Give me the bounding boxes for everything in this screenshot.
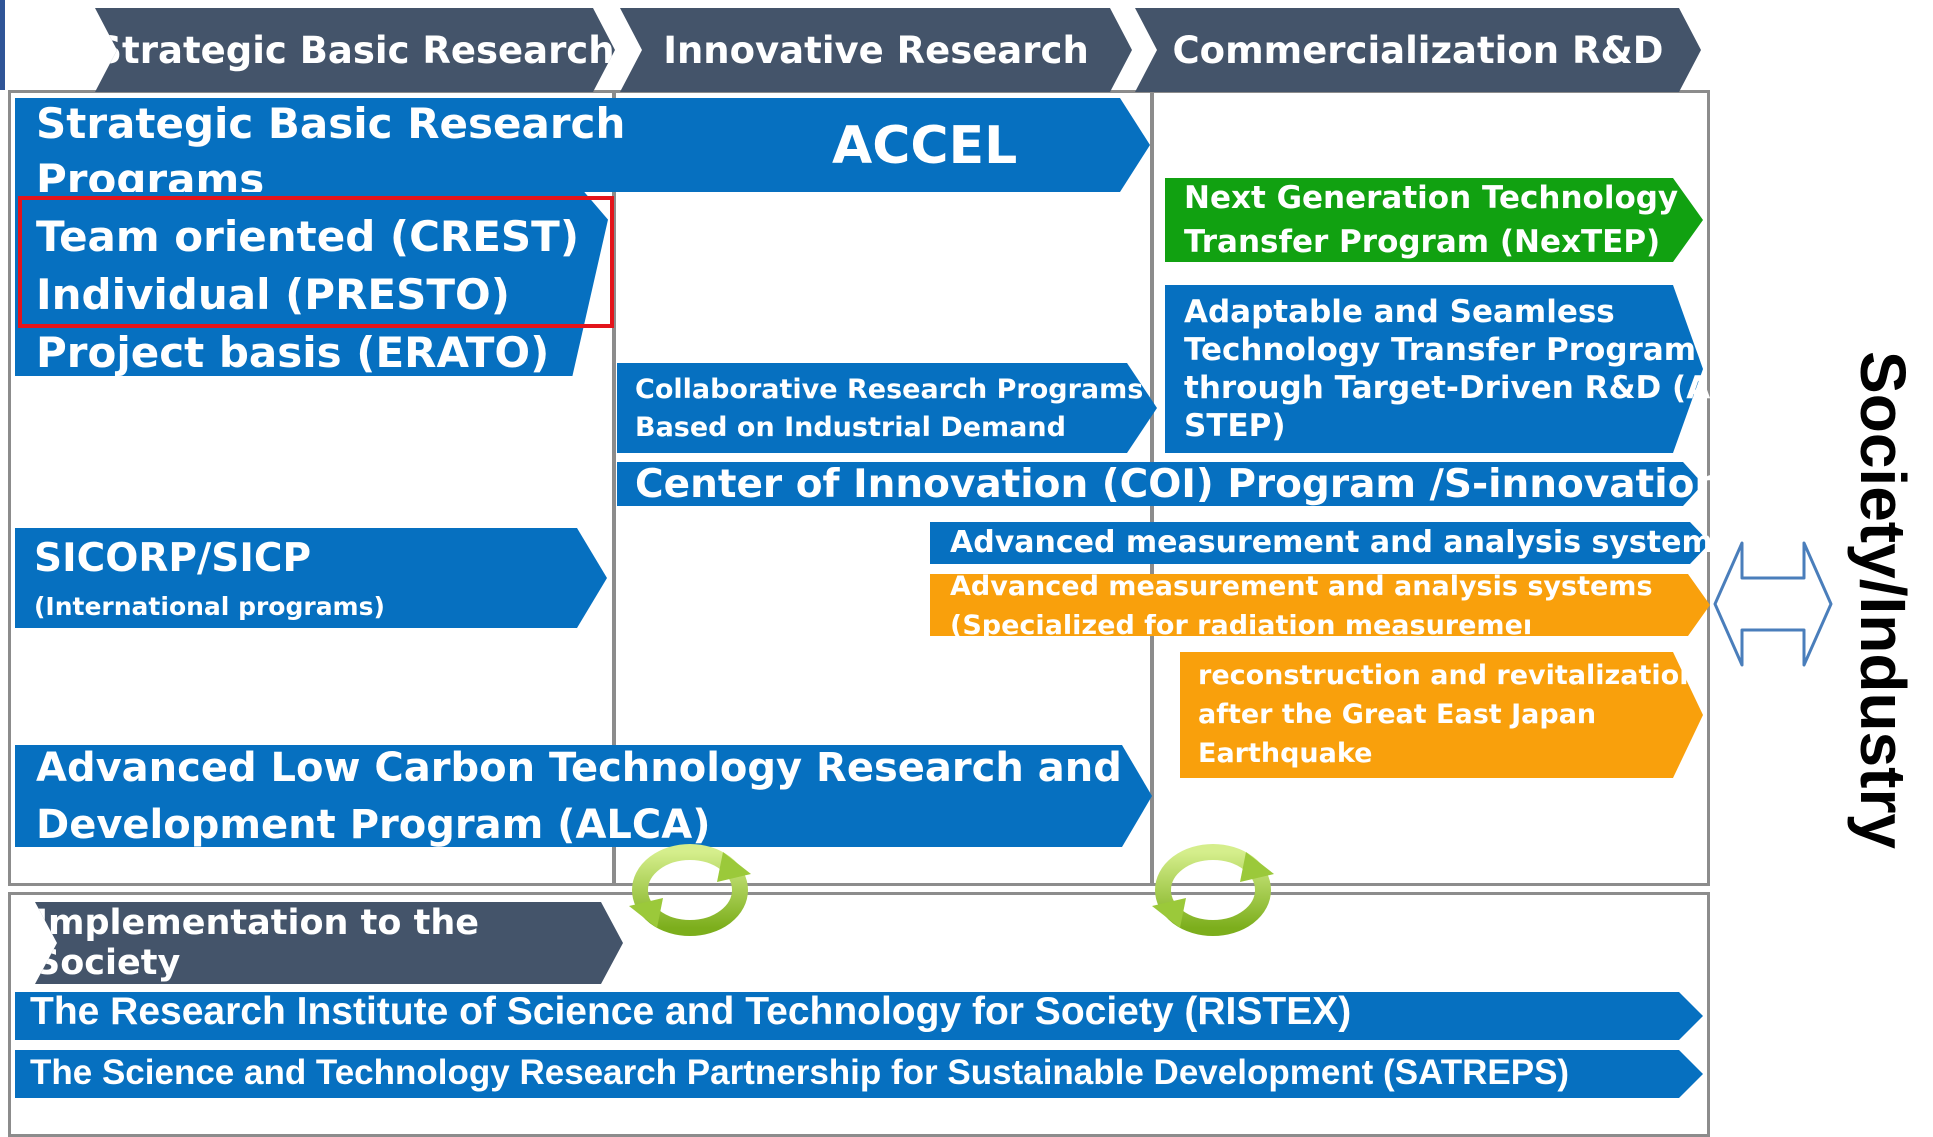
astep-arrow: [1165, 285, 1703, 453]
astep-line2: Technology Transfer Program: [1184, 332, 1697, 368]
presto-label: Individual (PRESTO): [36, 270, 510, 319]
double-arrow-icon: [1713, 541, 1833, 667]
header-commercialization: Commercialization R&D: [1135, 8, 1701, 92]
sicorp-arrow: [15, 528, 607, 628]
header-innovative-research: Innovative Research: [620, 8, 1132, 92]
collaborative-line1: Collaborative Research Programs: [635, 374, 1144, 405]
satreps-arrow: [15, 1050, 1703, 1098]
cycle-icon: [629, 844, 751, 936]
coi-arrow: [617, 462, 1703, 506]
header-strategic-basic-research: Strategic Basic Research: [95, 8, 615, 92]
nextep-line2: Transfer Program (NexTEP): [1184, 224, 1661, 260]
reconstruction-line1: reconstruction and revitalization: [1198, 660, 1699, 691]
sbrp-title-line1: Strategic Basic Research: [36, 99, 626, 148]
sicorp-label: SICORP/SICP: [34, 536, 312, 581]
nextep-arrow: [1165, 178, 1703, 262]
collaborative-line2: Based on Industrial Demand: [635, 412, 1066, 443]
crest-presto-erato-arrow: [15, 192, 608, 376]
reconstruction-line2: after the Great East Japan: [1198, 699, 1597, 730]
erato-label: Project basis (ERATO): [36, 328, 550, 377]
cycle-icon-2: [1152, 844, 1274, 936]
adv-radiation-line2: (Specialized for radiation measurement): [950, 614, 1530, 636]
ristex-label: The Research Institute of Science and Te…: [30, 990, 1352, 1033]
astep-line1: Adaptable and Seamless: [1184, 294, 1615, 330]
reconstruction-arrow: [1180, 652, 1703, 778]
coi-label: Center of Innovation (COI) Program /S-in…: [635, 462, 1723, 507]
crest-label: Team oriented (CREST): [36, 212, 580, 261]
accel-arrow: [15, 98, 1150, 192]
ristex-arrow: [15, 992, 1703, 1040]
side-label-container: Society/Industry: [1840, 340, 1926, 860]
astep-line3: through Target-Driven R&D (A-: [1184, 370, 1724, 406]
alca-line1: Advanced Low Carbon Technology Research …: [36, 745, 1122, 791]
left-edge-bar: [0, 0, 5, 90]
collaborative-arrow: [617, 363, 1157, 453]
adv-measurement-label: Advanced measurement and analysis system…: [950, 525, 1731, 560]
alca-arrow: [15, 745, 1152, 847]
astep-line4: STEP): [1184, 408, 1286, 444]
alca-line2: Development Program (ALCA): [36, 802, 711, 848]
implementation-header: Implementation to the Society: [35, 902, 623, 984]
column-divider-1: [612, 90, 616, 886]
nextep-line1: Next Generation Technology: [1184, 180, 1679, 216]
satreps-label: The Science and Technology Research Part…: [30, 1053, 1570, 1092]
adv-radiation-line1: Advanced measurement and analysis system…: [950, 571, 1653, 602]
adv-measurement-arrow: [930, 522, 1710, 564]
adv-radiation-arrow: [930, 574, 1710, 636]
sicorp-sub-label: (International programs): [34, 592, 385, 621]
accel-label: ACCEL: [832, 116, 1018, 176]
reconstruction-line3: Earthquake: [1198, 738, 1373, 769]
society-industry-label: Society/Industry: [1847, 351, 1919, 849]
highlight-box: [18, 196, 614, 328]
